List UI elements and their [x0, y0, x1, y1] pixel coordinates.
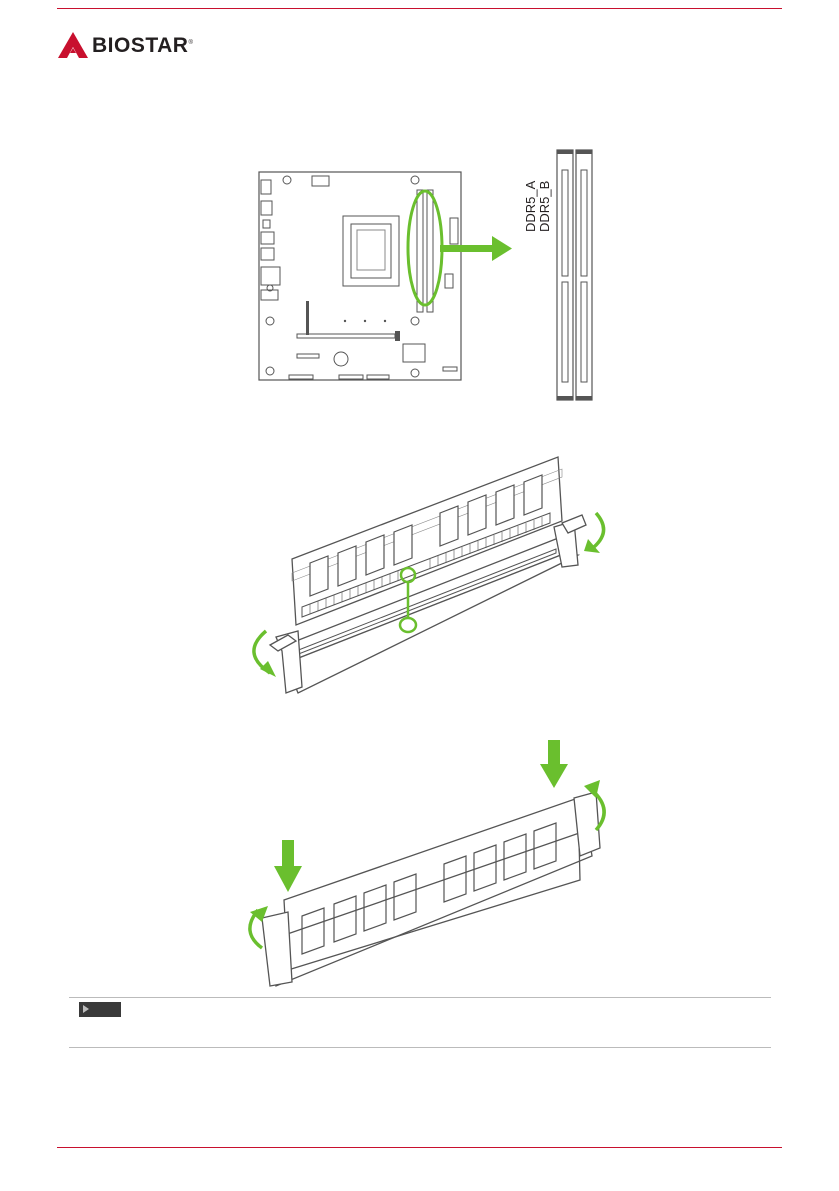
motherboard-diagram [255, 168, 465, 384]
dimm-insert-diagram [240, 740, 620, 990]
dimm-align-diagram [230, 455, 610, 695]
header-rule [57, 8, 782, 9]
slot-label-a: DDR5_A [523, 180, 538, 232]
dimm-slot-closeup [555, 148, 595, 402]
slot-label-b: DDR5_B [537, 181, 552, 232]
footer-rule [57, 1147, 782, 1148]
brand-name: BIOSTAR® [92, 34, 193, 58]
note-tag [79, 1002, 121, 1017]
slot-labels: DDR5_A DDR5_B [518, 150, 552, 240]
arrow-right-icon [440, 234, 516, 264]
play-triangle-icon [83, 1005, 89, 1013]
note-top-rule [69, 997, 771, 998]
note-bottom-rule [69, 1047, 771, 1048]
